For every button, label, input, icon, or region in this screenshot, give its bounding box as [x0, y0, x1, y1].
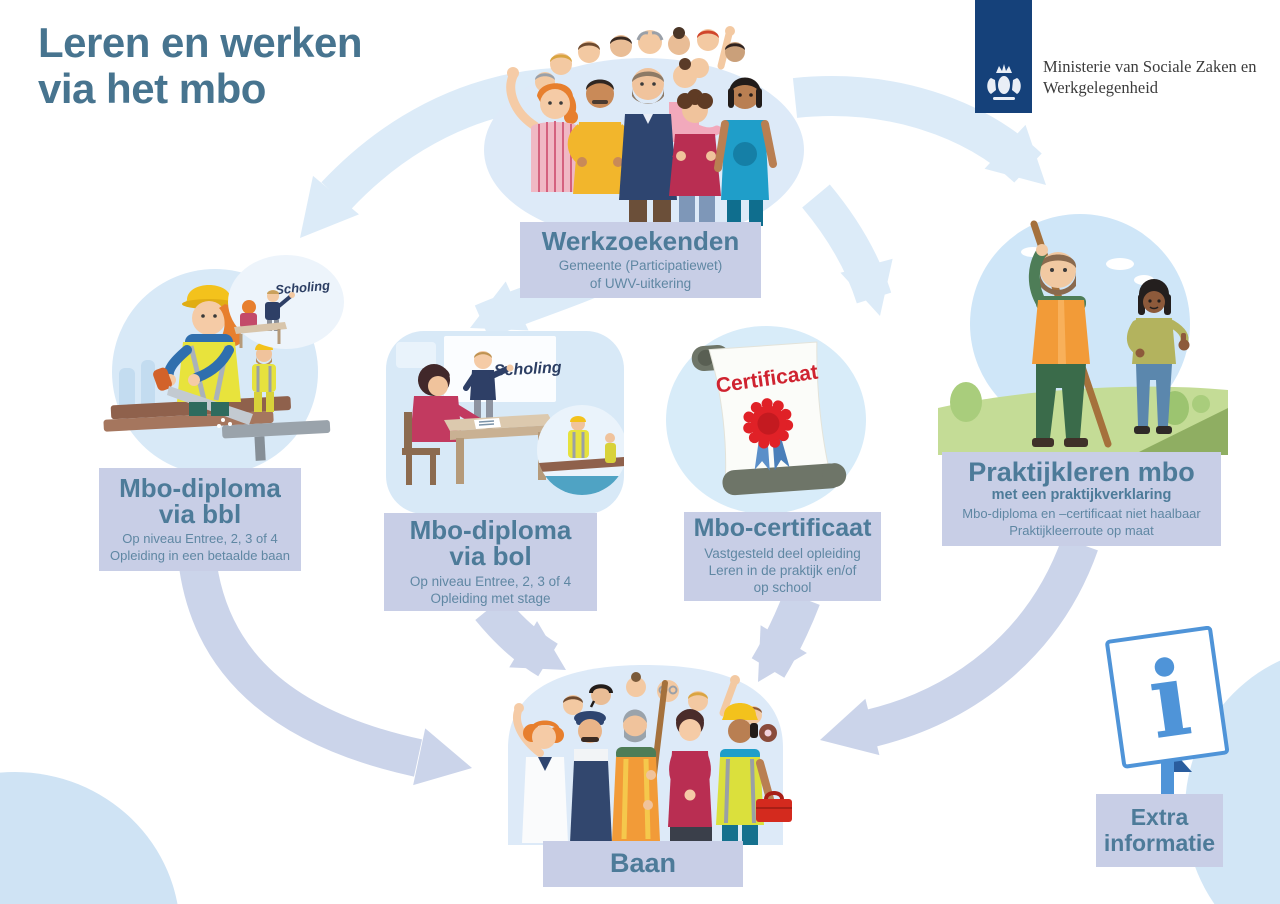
certificate-seal — [743, 398, 794, 471]
scholing-inset-bubble: Scholing — [228, 255, 344, 349]
extra-informatie-sign: i — [1105, 626, 1230, 798]
page-title-line1: Leren en werken — [38, 19, 362, 66]
bbl-title-line2: via bbl — [158, 499, 242, 530]
bol-sub1: Op niveau Entree, 2, 3 of 4 — [409, 573, 572, 589]
bbl-sub1: Op niveau Entree, 2, 3 of 4 — [122, 530, 278, 546]
ministry-name: Ministerie van Sociale Zaken en Werkgele… — [1043, 56, 1257, 99]
bbl-illustration: Scholing — [103, 255, 344, 472]
extra-informatie-line1: Extra — [1130, 804, 1189, 831]
bol-box: Mbo-diploma via bol Op niveau Entree, 2,… — [384, 513, 597, 611]
werkzoekenden-box: Werkzoekenden Gemeente (Participatiewet)… — [520, 222, 761, 298]
construction-inset-bubble — [537, 405, 624, 495]
baan-title: Baan — [609, 848, 677, 879]
bol-illustration: Scholing — [386, 331, 624, 514]
ministry-name-line2: Werkgelegenheid — [1043, 78, 1159, 98]
background-blob-bottom-left — [0, 772, 180, 904]
praktijkleren-sub1: Mbo-diploma en –certificaat niet haalbaa… — [962, 505, 1201, 521]
praktijkleren-sub2: Praktijkleerroute op maat — [1009, 522, 1154, 538]
praktijkleren-illustration — [938, 214, 1228, 455]
toolbox-icon — [756, 791, 792, 822]
bol-sub2: Opleiding met stage — [430, 591, 551, 607]
page-title: Leren en werken via het mbo — [38, 19, 362, 113]
certificaat-title: Mbo-certificaat — [693, 514, 872, 543]
certificaat-sub2: Leren in de praktijk en/of — [708, 563, 857, 579]
bbl-title-line1: Mbo-diploma — [119, 472, 281, 503]
werkzoekenden-title: Werkzoekenden — [541, 225, 740, 256]
werkzoekenden-sub1: Gemeente (Participatiewet) — [558, 258, 723, 274]
ministry-name-line1: Ministerie van Sociale Zaken en — [1043, 57, 1257, 76]
bol-title-line2: via bol — [449, 541, 532, 572]
extra-informatie-box: Extra informatie — [1096, 794, 1223, 867]
praktijkleren-title: Praktijkleren mbo — [968, 456, 1195, 487]
certificaat-illustration: Certificaat — [666, 326, 866, 514]
saw-blade — [167, 386, 253, 425]
rijksoverheid-ribbon — [975, 0, 1032, 113]
praktijkleren-subtitle: met een praktijkverklaring — [991, 487, 1172, 504]
praktijkleren-box: Praktijkleren mbo met een praktijkverkla… — [942, 452, 1221, 546]
certificaat-sub3: op school — [753, 580, 812, 596]
arrow-werkzoekenden-to-certificaat — [802, 184, 892, 304]
scholing-label: Scholing — [275, 278, 331, 298]
baan-crowd-illustration — [508, 665, 792, 845]
bbl-sub2: Opleiding in een betaalde baan — [110, 547, 290, 563]
baan-box: Baan — [543, 841, 743, 887]
arrow-praktijkleren-to-baan — [867, 537, 1098, 747]
extra-informatie-line2: informatie — [1103, 829, 1216, 856]
scholing-label: Scholing — [494, 359, 563, 380]
werkzoekenden-crowd-illustration — [484, 26, 804, 230]
werkzoekenden-sub2: of UWV-uitkering — [589, 275, 692, 291]
certificaat-box: Mbo-certificaat Vastgesteld deel opleidi… — [684, 512, 881, 601]
bbl-box: Mbo-diploma via bbl Op niveau Entree, 2,… — [99, 468, 301, 571]
bol-title-line1: Mbo-diploma — [409, 514, 572, 545]
page-title-line2: via het mbo — [38, 65, 266, 113]
hard-hat-icon — [185, 285, 233, 304]
coat-of-arms-icon — [986, 64, 1021, 100]
saw-handle — [153, 367, 172, 391]
certificaat-sub1: Vastgesteld deel opleiding — [704, 545, 861, 561]
